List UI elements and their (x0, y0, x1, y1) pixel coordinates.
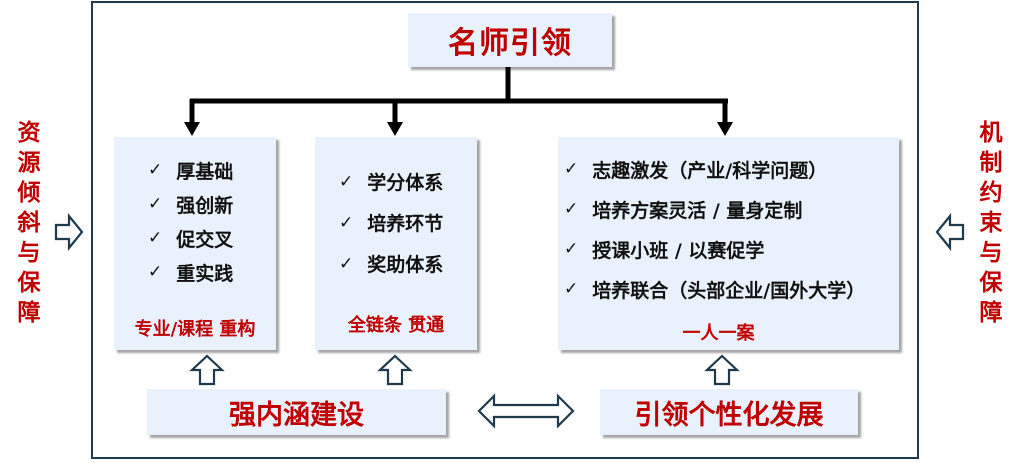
column-1-item: ✓重实践 (148, 262, 234, 285)
up-arrow-icon-3 (704, 354, 740, 386)
down-arrow-icon-2 (387, 122, 403, 136)
right-side-label: 机制约束与保障 (979, 120, 1003, 326)
column-3-item: ✓授课小班 / 以赛促学 (564, 239, 765, 262)
left-side-label: 资源倾斜与保障 (17, 120, 41, 326)
bottom-right-text: 引领个性化发展 (634, 399, 824, 431)
title-box: 名师引领 (408, 13, 612, 67)
bottom-left-box: 强内涵建设 (147, 389, 446, 435)
bottom-right-box: 引领个性化发展 (600, 389, 858, 435)
right-arrow-icon (54, 212, 84, 252)
column-1-item: ✓强创新 (148, 194, 234, 217)
check-icon: ✓ (148, 160, 163, 180)
column-1-item: ✓厚基础 (148, 160, 234, 183)
check-icon: ✓ (564, 239, 579, 259)
column-box-3: ✓志趣激发（产业/科学问题） ✓培养方案灵活 / 量身定制 ✓授课小班 / 以赛… (558, 137, 899, 350)
column-2-item: ✓学分体系 (339, 171, 444, 195)
check-icon: ✓ (148, 262, 163, 282)
column-3-item: ✓培养联合（头部企业/国外大学） (564, 279, 866, 302)
column-3-footer: 一人一案 (682, 323, 755, 344)
check-icon: ✓ (339, 212, 354, 233)
column-2-item: ✓奖助体系 (339, 253, 444, 277)
bottom-left-text: 强内涵建设 (229, 399, 364, 431)
title-text: 名师引领 (448, 26, 572, 61)
up-arrow-icon-2 (377, 354, 413, 386)
column-2-footer: 全链条 贯通 (347, 315, 445, 336)
check-icon: ✓ (339, 253, 354, 274)
column-box-1: ✓厚基础 ✓强创新 ✓促交叉 ✓重实践 专业/课程 重构 (114, 137, 276, 350)
down-arrow-icon-3 (717, 122, 733, 136)
tree-connector (189, 67, 728, 124)
down-arrow-icon-1 (184, 122, 200, 136)
check-icon: ✓ (564, 279, 579, 299)
up-arrow-icon-1 (189, 354, 225, 386)
check-icon: ✓ (339, 171, 354, 192)
column-1-footer: 专业/课程 重构 (134, 319, 256, 340)
column-3-item: ✓志趣激发（产业/科学问题） (564, 159, 828, 182)
double-arrow-icon (477, 393, 575, 429)
check-icon: ✓ (564, 159, 579, 179)
outer-frame (91, 1, 919, 459)
column-3-item: ✓培养方案灵活 / 量身定制 (564, 199, 803, 222)
column-box-2: ✓学分体系 ✓培养环节 ✓奖助体系 全链条 贯通 (315, 137, 477, 350)
column-2-item: ✓培养环节 (339, 212, 444, 236)
check-icon: ✓ (148, 194, 163, 214)
column-1-item: ✓促交叉 (148, 228, 234, 251)
left-arrow-icon (935, 212, 965, 252)
check-icon: ✓ (148, 228, 163, 248)
check-icon: ✓ (564, 199, 579, 219)
